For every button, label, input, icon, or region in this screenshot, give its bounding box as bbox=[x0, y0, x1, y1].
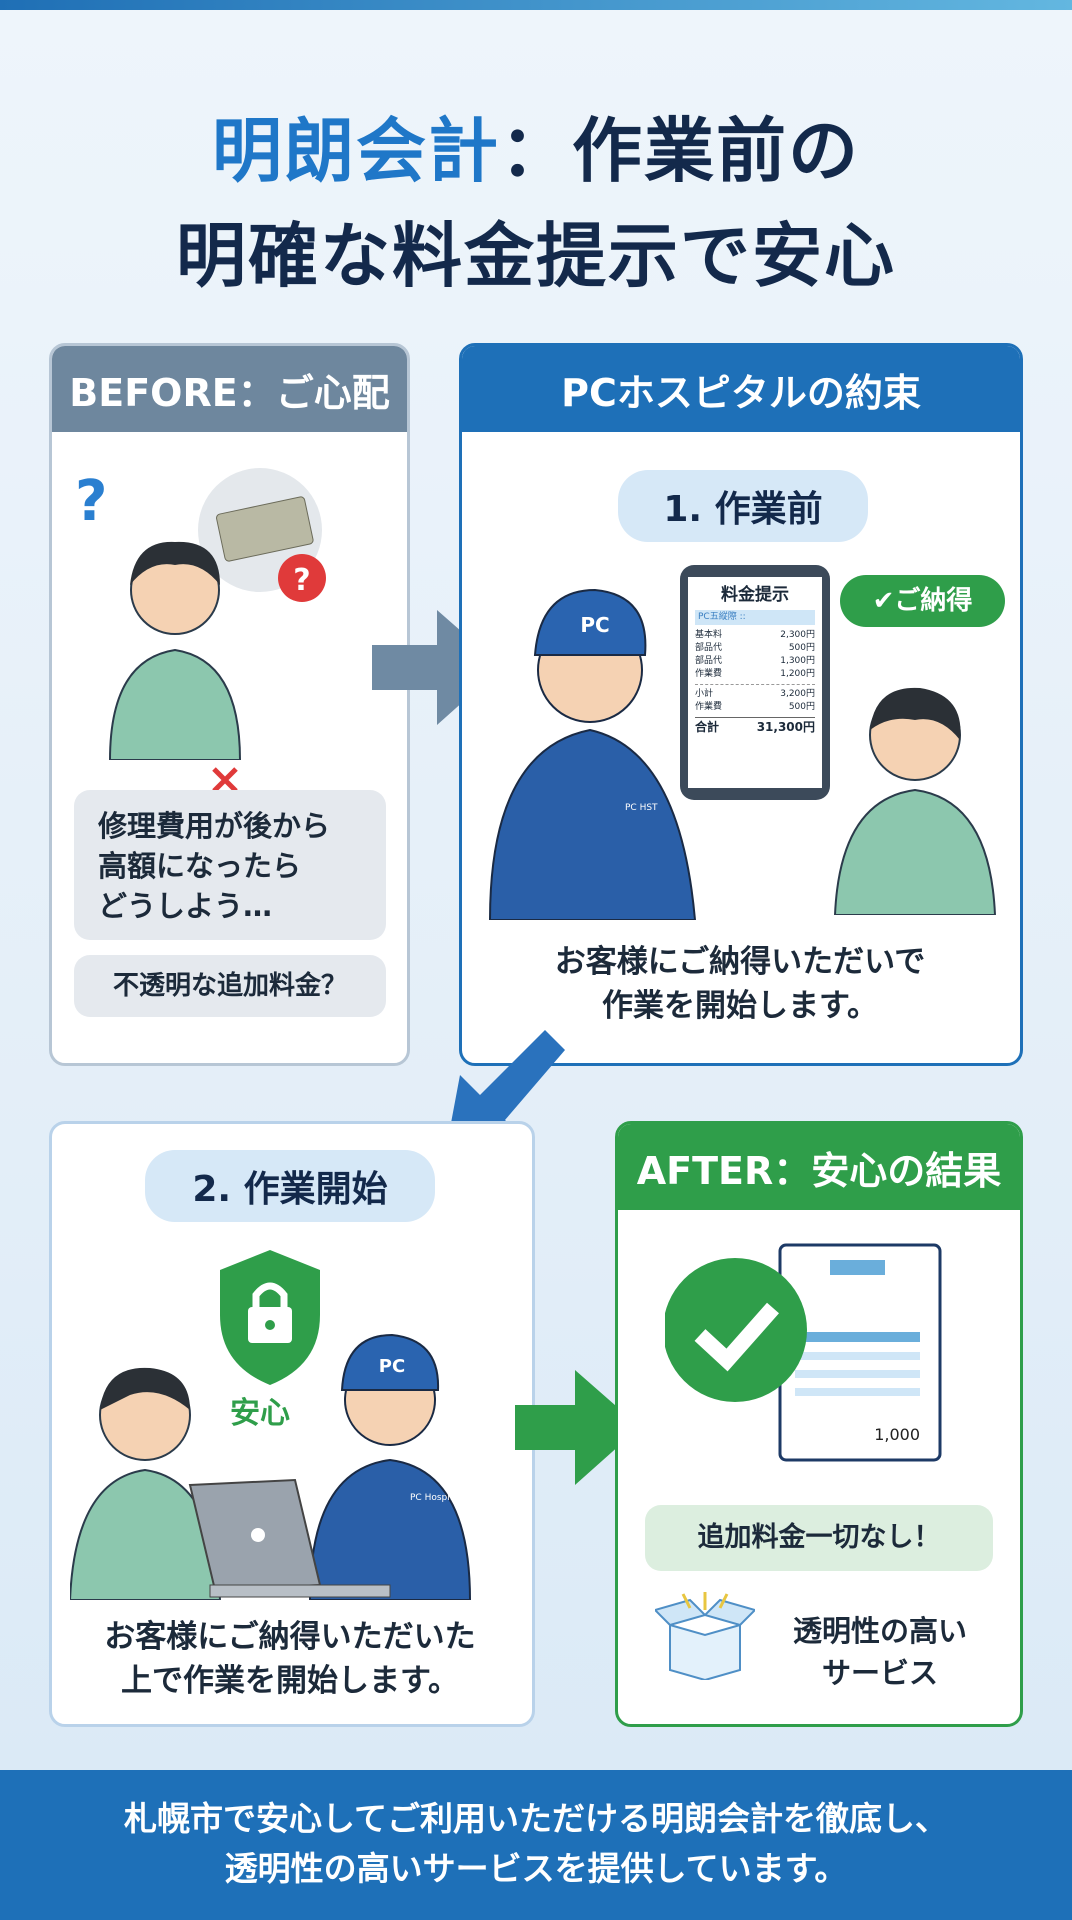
price-value: 500円 bbox=[788, 643, 815, 653]
price-value: 2,300円 bbox=[780, 630, 815, 640]
footer-line1: 札幌市で安心してご利用いただける明朗会計を徹底し、 bbox=[123, 1799, 948, 1838]
after-panel: AFTER：安心の結果 bbox=[615, 1121, 1023, 1727]
start-caption: お客様にご納得いただいた 上で作業を開始します。 bbox=[104, 1619, 476, 1699]
price-row: 小計 3,200円 bbox=[695, 688, 815, 701]
promise-header: PCホスピタルの約束 bbox=[462, 346, 1020, 432]
tablet-title: 料金提示 bbox=[721, 585, 789, 605]
shield-lock-icon bbox=[220, 1250, 320, 1385]
before-header: BEFORE：ご心配 bbox=[52, 346, 407, 432]
price-value: 3,200円 bbox=[780, 689, 815, 699]
price-label: 作業費 bbox=[695, 669, 723, 679]
price-label: 部品代 bbox=[695, 656, 723, 666]
transparent-service-text: 透明性の高い サービス bbox=[792, 1614, 967, 1690]
title-accent: 明朗会計 bbox=[212, 110, 500, 192]
footer-banner: 札幌市で安心してご利用いただける明朗会計を徹底し、 透明性の高いサービスを提供し… bbox=[0, 1770, 1072, 1920]
price-row: 作業費 500円 bbox=[695, 701, 815, 714]
customer-and-technician-illustration: PC PC Hospit bbox=[70, 1333, 472, 1600]
price-value: 1,200円 bbox=[780, 669, 815, 679]
price-value: 1,300円 bbox=[780, 656, 815, 666]
step1-pill: 1. 作業前 bbox=[618, 470, 868, 542]
relief-label: 安心 bbox=[230, 1396, 290, 1431]
customer-illustration bbox=[833, 687, 997, 915]
question-mark-icon: ? bbox=[75, 469, 107, 534]
uniform-label-2: PC Hospit bbox=[410, 1493, 454, 1503]
check-icon: ✔ bbox=[872, 586, 895, 616]
receipt-amount: 1,000 bbox=[874, 1425, 920, 1444]
after-header: AFTER：安心の結果 bbox=[618, 1124, 1020, 1210]
total-value: 31,300円 bbox=[756, 720, 815, 734]
price-label: 作業費 bbox=[695, 702, 723, 712]
cap-label: PC bbox=[580, 613, 609, 637]
tablet-total: 合計 31,300円 bbox=[695, 721, 815, 734]
svg-text:?: ? bbox=[293, 563, 310, 598]
red-x-icon bbox=[212, 767, 238, 793]
open-box-icon bbox=[655, 1592, 755, 1680]
no-extra-fee-bubble: 追加料金一切なし！ bbox=[645, 1505, 993, 1571]
check-circle-icon bbox=[665, 1258, 807, 1402]
cap-label-2: PC bbox=[379, 1356, 405, 1377]
receipt-with-check-illustration: 1,000 bbox=[665, 1243, 942, 1462]
green-right-arrow-icon bbox=[515, 1370, 640, 1485]
agreed-label: ご納得 bbox=[894, 586, 973, 616]
footer-line2: 透明性の高いサービスを提供しています。 bbox=[224, 1849, 848, 1888]
promise-caption: お客様にご納得いただいで 作業を開始します。 bbox=[554, 944, 926, 1024]
step2-pill: 2. 作業開始 bbox=[145, 1150, 435, 1222]
question-badge-icon bbox=[278, 554, 326, 602]
technician-illustration: PC PC HST bbox=[488, 588, 697, 920]
price-row: 部品代 1,300円 bbox=[695, 655, 815, 668]
title-rest: ：作業前の bbox=[500, 110, 860, 192]
uniform-label: PC HST bbox=[625, 803, 658, 813]
price-row: 部品代 500円 bbox=[695, 642, 815, 655]
question-bubble: 不透明な追加料金？ bbox=[74, 955, 386, 1017]
before-panel: BEFORE：ご心配 bbox=[49, 343, 410, 1066]
price-row: 基本料 2,300円 bbox=[695, 629, 815, 642]
worried-person-illustration: ? ? bbox=[75, 468, 326, 760]
total-label: 合計 bbox=[695, 720, 720, 734]
worry-bubble: 修理費用が後から 高額になったら どうしよう… bbox=[74, 790, 386, 940]
price-label: 基本料 bbox=[695, 630, 723, 640]
price-label: 小計 bbox=[695, 689, 714, 699]
page-title-line1: 明朗会計：作業前の bbox=[0, 95, 1072, 196]
price-row: 作業費 1,200円 bbox=[695, 668, 815, 681]
top-accent-bar bbox=[0, 0, 1072, 10]
money-icon bbox=[216, 496, 314, 562]
agreed-badge: ✔ご納得 bbox=[840, 575, 1005, 627]
price-label: 部品代 bbox=[695, 643, 723, 653]
price-value: 500円 bbox=[788, 702, 815, 712]
page-title-line2: 明確な料金提示で安心 bbox=[176, 215, 896, 297]
tablet-subheader: PC五縦際 :: bbox=[695, 610, 815, 625]
